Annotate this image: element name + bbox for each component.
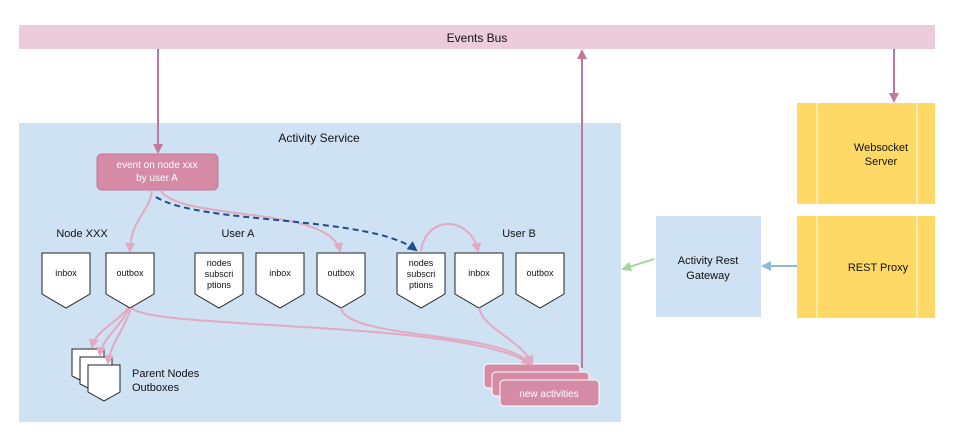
user-a-outbox: outbox xyxy=(316,252,366,309)
parent-nodes-label-line1: Parent Nodes xyxy=(132,368,200,380)
parent-nodes-label-line2: Outboxes xyxy=(132,382,180,394)
gateway-line1: Activity Rest xyxy=(678,255,739,267)
node-xxx-outbox: outbox xyxy=(105,252,155,309)
event-box-line2: by user A xyxy=(136,173,178,184)
node-outbox-to-parent-arrow-3 xyxy=(103,307,132,365)
user-b-inbox-to-activities-arrow xyxy=(478,307,534,366)
rest-proxy: REST Proxy xyxy=(797,216,935,318)
user-b-subscriptions-line1: nodes xyxy=(409,258,434,268)
user-b-inbox: inbox xyxy=(454,252,504,309)
user-a-outbox-label: outbox xyxy=(327,268,355,278)
user-a-outbox-to-activities-arrow xyxy=(340,307,533,366)
new-activities-label: new activities xyxy=(519,389,578,400)
subscriptions-to-user-b-inbox-arrow xyxy=(420,223,482,253)
event-box: event on node xxx by user A xyxy=(96,153,219,191)
rest-proxy-label: REST Proxy xyxy=(848,262,909,274)
new-activities-stack: new activities xyxy=(483,363,600,407)
gateway-to-service-arrow xyxy=(621,258,655,272)
user-a-subscriptions-line2: subscri xyxy=(205,269,234,279)
activity-rest-gateway: Activity Rest Gateway xyxy=(656,216,761,317)
user-b-subscriptions: nodes subscri ptions xyxy=(396,252,446,309)
websocket-line2: Server xyxy=(865,156,898,168)
event-to-node-outbox-arrow xyxy=(125,189,153,253)
node-xxx-inbox-label: inbox xyxy=(55,268,77,278)
event-box-line1: event on node xxx xyxy=(116,160,197,171)
user-b-subscriptions-line3: ptions xyxy=(409,280,434,290)
user-a-inbox-label: inbox xyxy=(269,268,291,278)
group-label-node-xxx: Node XXX xyxy=(56,228,108,240)
user-a-subscriptions: nodes subscri ptions xyxy=(194,252,244,309)
events-bus-label: Events Bus xyxy=(447,31,508,45)
websocket-line1: Websocket xyxy=(854,142,908,154)
user-a-subscriptions-line3: ptions xyxy=(207,280,232,290)
node-outbox-to-activities-arrow xyxy=(131,307,532,366)
user-a-inbox: inbox xyxy=(255,252,305,309)
user-b-inbox-label: inbox xyxy=(468,268,490,278)
websocket-server: Websocket Server xyxy=(797,103,935,204)
activity-service-title: Activity Service xyxy=(278,131,360,145)
event-to-user-a-outbox-arrow xyxy=(159,189,344,253)
group-label-user-a: User A xyxy=(221,228,255,240)
gateway-line2: Gateway xyxy=(686,270,730,282)
node-outbox-to-parent-arrow-2 xyxy=(95,307,130,357)
user-b-subscriptions-line2: subscri xyxy=(407,269,436,279)
flow-arrows xyxy=(88,189,534,366)
events-bus: Events Bus xyxy=(19,25,935,49)
user-b-outbox-label: outbox xyxy=(526,268,554,278)
node-xxx-inbox: inbox xyxy=(41,252,91,309)
user-b-outbox: outbox xyxy=(515,252,565,309)
event-to-subscriptions-dashed-arrow xyxy=(155,196,418,252)
user-a-subscriptions-line1: nodes xyxy=(207,258,232,268)
group-label-user-b: User B xyxy=(502,228,536,240)
node-outbox-to-parent-arrow-1 xyxy=(88,307,129,349)
node-xxx-outbox-label: outbox xyxy=(116,268,144,278)
